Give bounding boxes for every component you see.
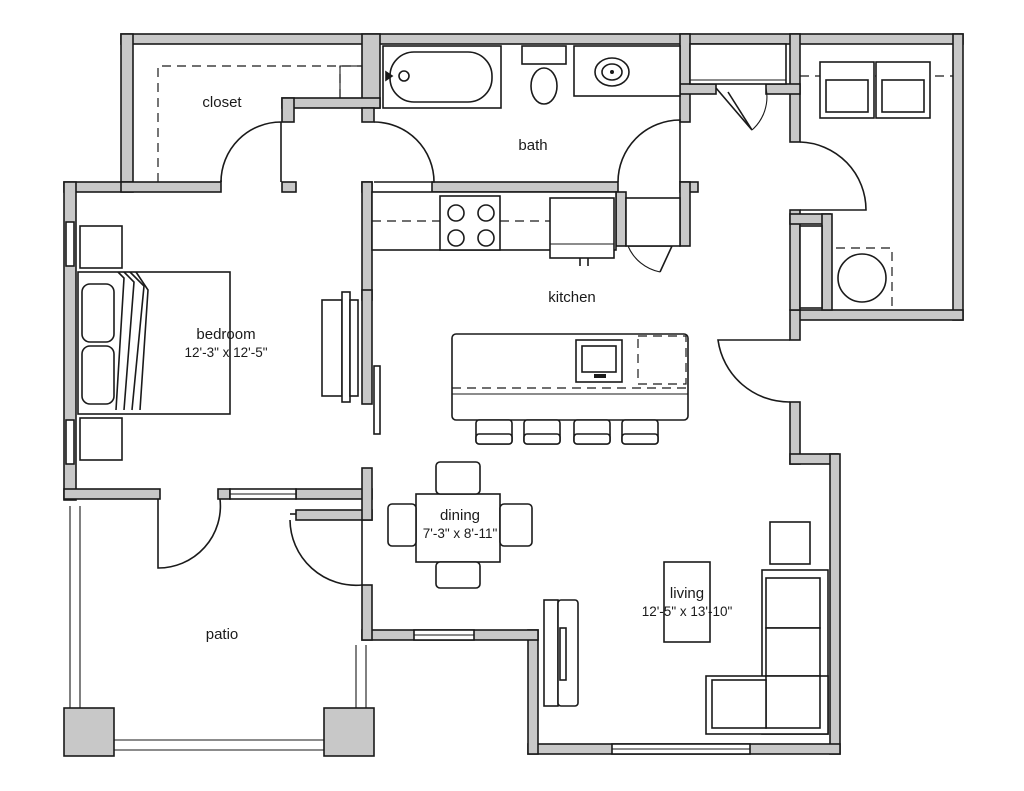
patio-label: patio <box>206 626 239 643</box>
wall-kitchen-left <box>361 181 373 301</box>
bath-fixtures <box>382 45 681 109</box>
door-entry[interactable] <box>717 339 791 403</box>
wall-bedroom-bottom-left <box>63 488 161 500</box>
wall-bedroom-bottom-mid <box>217 488 231 500</box>
door-bath-left[interactable] <box>373 121 435 183</box>
wall-right-upper <box>952 33 964 321</box>
bedroom-label: bedroom <box>196 326 255 343</box>
wall-dining-left <box>361 584 373 641</box>
dining-chair-top <box>435 461 481 495</box>
bedroom-furniture <box>77 225 381 461</box>
wall-top <box>120 33 964 45</box>
wall-utility-mid-v <box>821 213 833 311</box>
wall-closet-bath-stub <box>281 97 295 123</box>
door-utility[interactable] <box>799 141 867 211</box>
door-laundry-closet[interactable] <box>715 87 768 131</box>
door-pantry[interactable] <box>627 245 674 273</box>
wall-bedroom-bottom-right <box>295 488 373 500</box>
bathtub-drain <box>398 70 410 82</box>
wall-bath-right <box>679 33 691 123</box>
dining-label: dining <box>440 507 480 524</box>
toilet-bowl-icon <box>530 67 558 105</box>
room-labels: closet bath kitchen bedroom 12'-3" x 12'… <box>184 94 732 643</box>
laundry-shelf <box>689 43 787 85</box>
patio-post-right <box>323 707 375 757</box>
wall-dining-stub <box>295 509 373 521</box>
wall-utility-bottom <box>797 309 964 321</box>
door-dining-patio[interactable] <box>289 513 363 587</box>
living-furniture <box>543 521 829 735</box>
bath-label: bath <box>518 137 547 154</box>
wall-living-left <box>527 629 539 755</box>
wall-utility-mid <box>789 209 801 311</box>
kitchen-label: kitchen <box>548 289 596 306</box>
wall-living-right <box>829 453 841 755</box>
doors <box>157 87 867 587</box>
wall-closet-bath-step <box>281 97 381 109</box>
closet-shelf <box>157 65 363 182</box>
water-heater-icon <box>837 253 887 303</box>
vanity <box>573 45 681 97</box>
refrigerator-icon <box>549 197 615 259</box>
patio-post-left <box>63 707 115 757</box>
window-bedroom-upper <box>65 221 75 267</box>
utility-fixtures <box>689 43 953 309</box>
wall-closet-bath <box>361 33 381 109</box>
door-bedroom-patio[interactable] <box>157 498 222 569</box>
wall-dining-stub-post <box>361 467 373 521</box>
windows <box>65 221 751 755</box>
window-bedroom-lower <box>65 419 75 465</box>
dining-furniture <box>387 461 533 589</box>
bedroom-dimensions: 12'-3" x 12'-5" <box>184 345 267 360</box>
wall-closet-bottom-right <box>281 181 297 193</box>
wall-closet-bottom-left <box>120 181 222 193</box>
wall-pantry-right <box>679 181 691 247</box>
kitchen-island <box>451 333 689 421</box>
wall-closet-bath-stub-r <box>361 107 375 123</box>
wall-bath-right-step <box>679 83 717 95</box>
pillow-upper <box>81 283 115 343</box>
wall-kitchen-top <box>431 181 619 193</box>
dining-chair-bottom <box>435 561 481 589</box>
door-bath-right[interactable] <box>617 119 681 183</box>
pantry-shelf <box>625 197 681 247</box>
living-dimensions: 12'-5" x 13'-10" <box>642 604 733 619</box>
water-heater-closet <box>799 225 823 309</box>
side-table <box>769 521 811 565</box>
dining-chair-left <box>387 503 417 547</box>
tv-console <box>543 599 559 707</box>
wall-laundry-top <box>765 83 801 95</box>
wall-pantry-left <box>615 191 627 247</box>
nightstand-lower <box>79 417 123 461</box>
wall-entry-right <box>789 309 801 341</box>
nightstand-upper <box>79 225 123 269</box>
living-label: living <box>670 585 704 602</box>
closet-label: closet <box>202 94 242 111</box>
door-closet[interactable] <box>220 121 282 183</box>
patio-structure <box>63 506 375 757</box>
dining-dimensions: 7'-3" x 8'-11" <box>423 526 498 541</box>
kitchen-fixtures <box>371 191 689 445</box>
coffee-table <box>663 561 711 643</box>
island-stools <box>475 419 659 445</box>
toilet-tank <box>521 45 567 65</box>
dishwasher-outline <box>637 335 687 385</box>
wall-closet-left <box>120 33 134 190</box>
wall-kitchen-left-lower <box>361 289 373 405</box>
dining-chair-right <box>499 503 533 547</box>
dresser-tv <box>321 299 343 397</box>
pillow-lower <box>81 345 115 405</box>
